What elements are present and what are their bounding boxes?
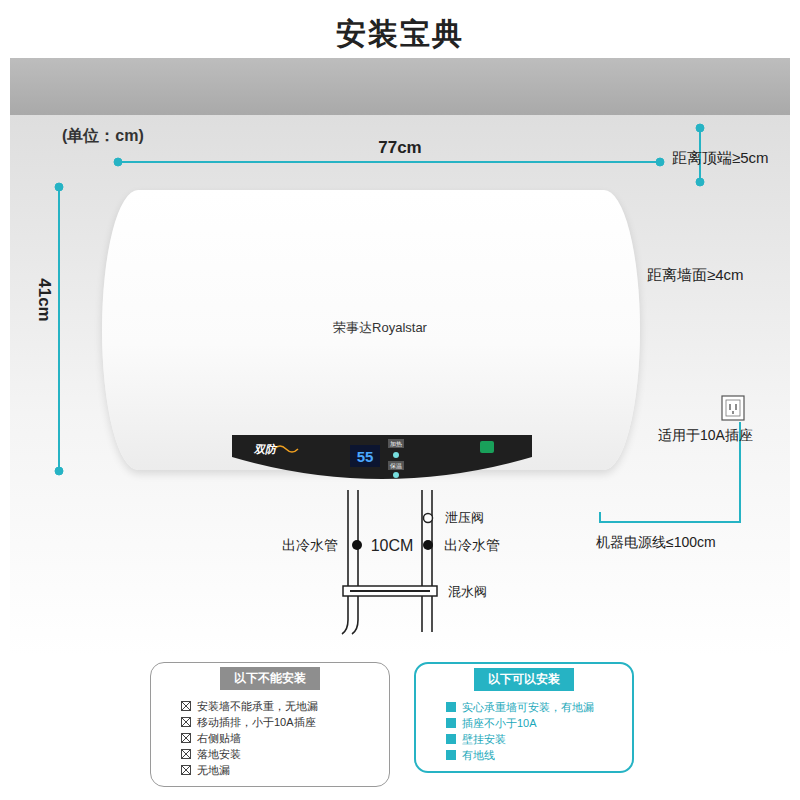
list-item: 落地安装 xyxy=(197,746,241,762)
pipes xyxy=(342,490,432,634)
check-mark xyxy=(446,734,456,744)
dimension-label: 距离顶端≥5cm xyxy=(672,149,769,168)
list-item: 有地线 xyxy=(462,747,495,763)
can-install-box: 以下可以安装实心承重墙可安装，有地漏插座不小于10A壁挂安装有地线 xyxy=(414,662,634,773)
check-mark xyxy=(446,702,456,712)
indicator xyxy=(393,472,399,478)
part-label: 适用于10A插座 xyxy=(658,427,753,445)
panel-shape xyxy=(232,435,532,491)
list-row: 落地安装 xyxy=(181,746,375,762)
logo-text: 双防 xyxy=(254,444,276,455)
water-heater-body: 双防 55 加热保温 荣事达Royalstar xyxy=(102,190,640,470)
part-label: 出冷水管 xyxy=(444,537,500,555)
check-mark xyxy=(446,750,456,760)
list-item: 实心承重墙可安装，有地漏 xyxy=(462,699,594,715)
key-label: 保温 xyxy=(390,463,402,469)
function-button xyxy=(480,441,494,453)
dimension-lines xyxy=(55,124,740,522)
dimension-label: 41cm xyxy=(34,278,54,321)
part-label: 机器电源线≤100cm xyxy=(596,534,716,552)
ceiling xyxy=(10,58,790,115)
part-label: 混水阀 xyxy=(448,583,487,601)
dimension-label: 77cm xyxy=(378,138,421,158)
indicator xyxy=(393,452,399,458)
pipe-joint xyxy=(352,540,362,550)
cross-box xyxy=(181,749,191,759)
list-row: 插座不小于10A xyxy=(446,715,618,731)
list-item: 安装墙不能承重，无地漏 xyxy=(197,698,318,714)
list-item: 右侧贴墙 xyxy=(197,730,241,746)
list-item: 插座不小于10A xyxy=(462,715,537,731)
key-label: 加热 xyxy=(390,441,402,447)
list-row: 移动插排，小于10A插座 xyxy=(181,714,375,730)
logo-mark xyxy=(274,446,298,452)
control-panel: 双防 55 加热保温 xyxy=(232,435,532,491)
list-row: 无地漏 xyxy=(181,762,375,778)
list-row: 有地线 xyxy=(446,747,618,763)
box-heading: 以下可以安装 xyxy=(474,668,574,691)
dimension-label: 10CM xyxy=(371,537,414,555)
pipe-joint xyxy=(423,540,433,550)
part-label: 泄压阀 xyxy=(445,509,484,527)
box-heading: 以下不能安装 xyxy=(220,667,320,690)
cross-box xyxy=(181,733,191,743)
cross-box xyxy=(181,765,191,775)
dimension-label: 距离墙面≥4cm xyxy=(647,266,744,285)
mixing-valve xyxy=(343,586,437,596)
key-plate xyxy=(388,461,404,470)
cross-box xyxy=(181,701,191,711)
list-row: 壁挂安装 xyxy=(446,731,618,747)
brand-name: 荣事达Royalstar xyxy=(333,319,427,337)
list-row: 安装墙不能承重，无地漏 xyxy=(181,698,375,714)
pressure-valve xyxy=(424,514,433,523)
list-item: 移动插排，小于10A插座 xyxy=(197,714,316,730)
list-item: 无地漏 xyxy=(197,762,230,778)
cannot-install-box: 以下不能安装安装墙不能承重，无地漏移动插排，小于10A插座右侧贴墙落地安装无地漏 xyxy=(150,662,390,787)
part-label: (单位：cm) xyxy=(62,126,144,147)
check-mark xyxy=(446,718,456,728)
display-screen xyxy=(350,445,380,467)
wall xyxy=(10,115,790,655)
key-plate xyxy=(388,439,404,448)
page-title: 安装宝典 xyxy=(336,14,464,55)
temperature-display: 55 xyxy=(357,449,374,464)
panel-outline xyxy=(232,435,532,479)
list-item: 壁挂安装 xyxy=(462,731,506,747)
list-row: 右侧贴墙 xyxy=(181,730,375,746)
socket-icon xyxy=(722,396,744,420)
part-label: 出冷水管 xyxy=(282,537,338,555)
list-row: 实心承重墙可安装，有地漏 xyxy=(446,699,618,715)
cross-box xyxy=(181,717,191,727)
